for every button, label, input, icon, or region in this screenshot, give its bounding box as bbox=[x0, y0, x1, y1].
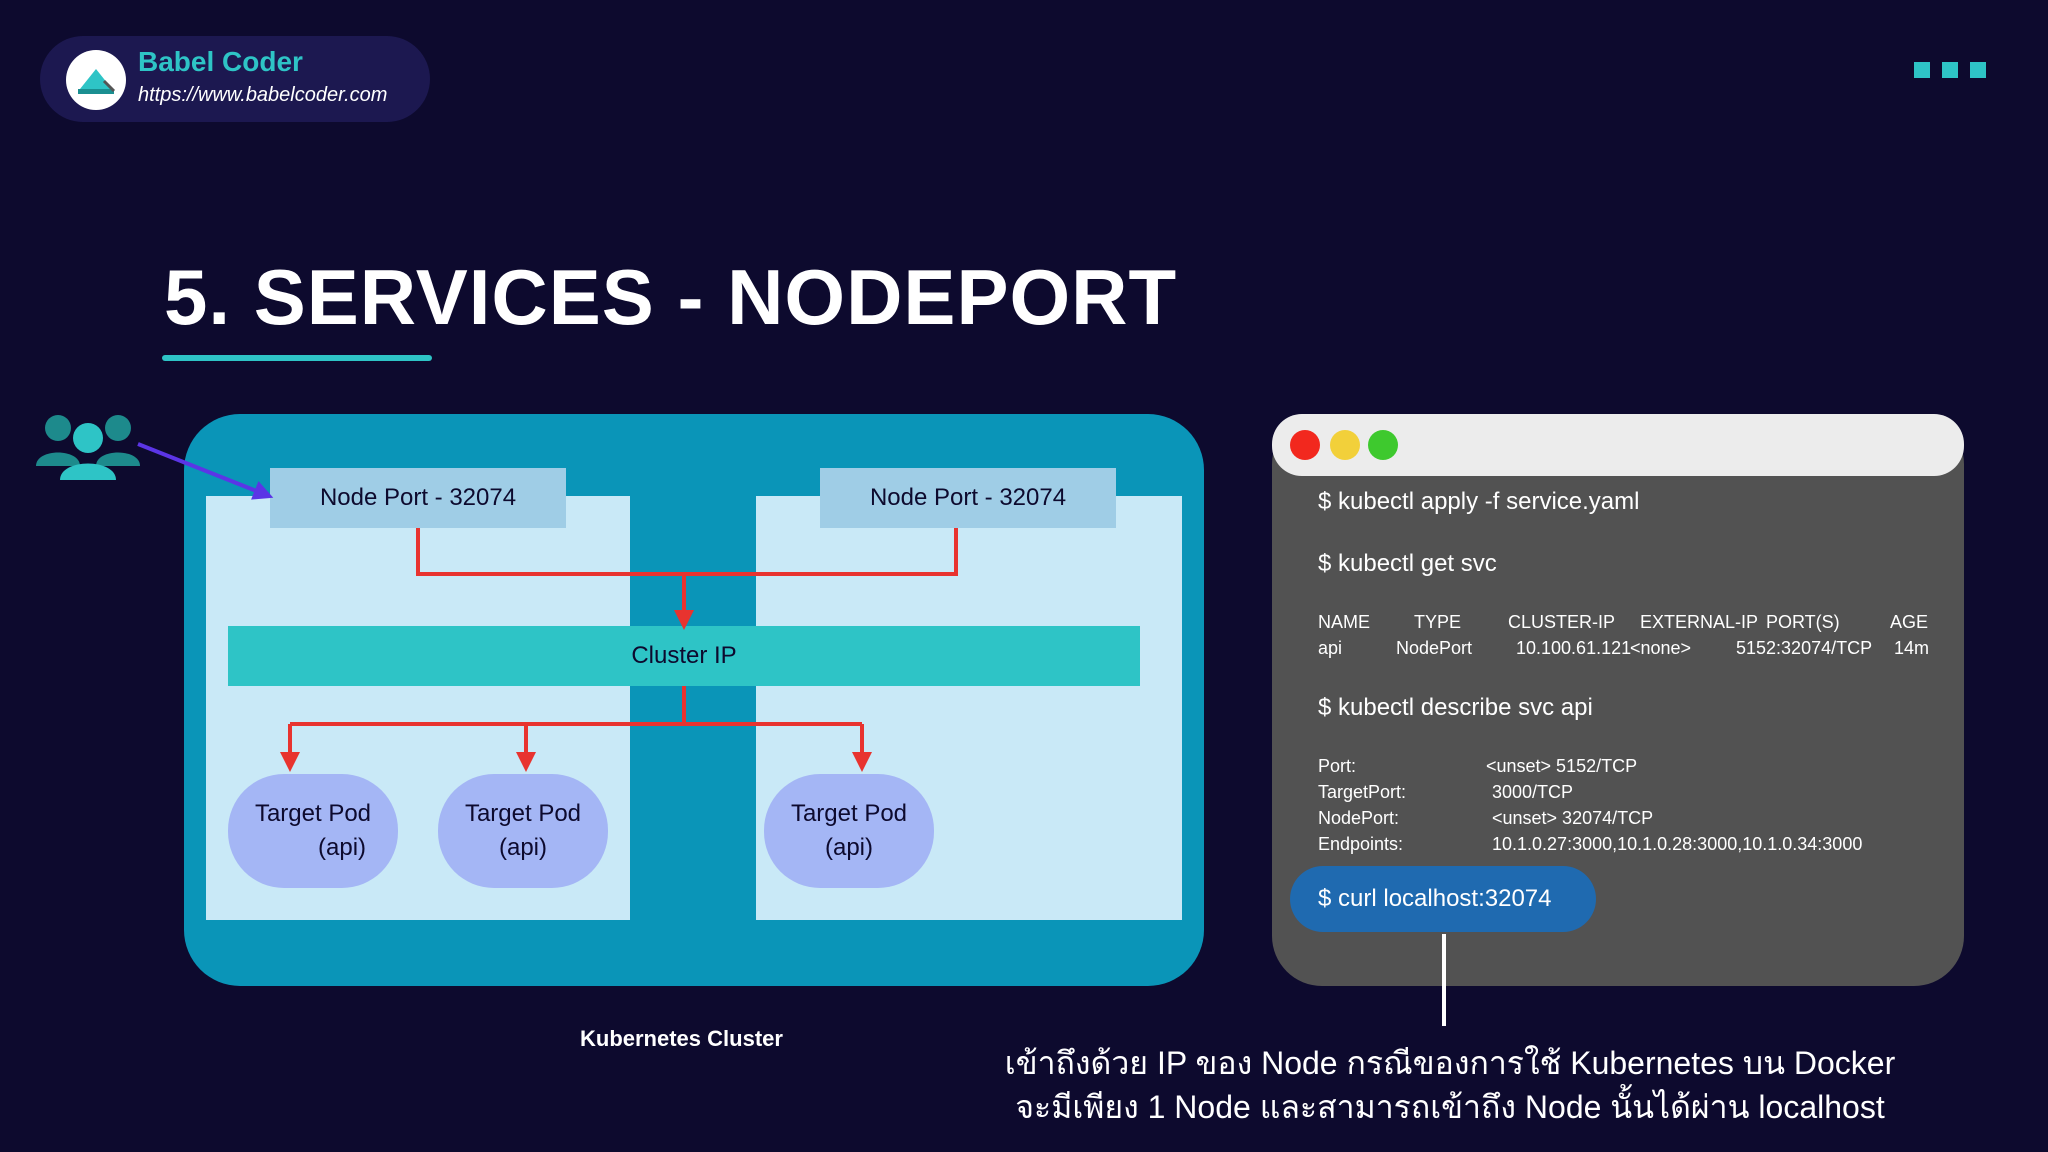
svc-header-age: AGE bbox=[1890, 612, 1929, 632]
svc-header-cluster-ip: CLUSTER-IP bbox=[1508, 612, 1616, 632]
detail-value-nodeport: <unset> 32074/TCP bbox=[1492, 808, 1654, 828]
menu-dots-icon bbox=[1914, 62, 1986, 78]
pod-name: Target Pod bbox=[790, 800, 908, 827]
svc-cell-ports: 5152:32074/TCP bbox=[1736, 638, 1873, 658]
detail-value-targetport: 3000/TCP bbox=[1492, 782, 1574, 802]
svc-header-type: TYPE bbox=[1414, 612, 1462, 632]
maximize-dot-icon[interactable] bbox=[1368, 430, 1398, 460]
pod-app: (api) bbox=[498, 834, 547, 861]
callout-line bbox=[1442, 934, 1446, 1026]
detail-key-port: Port: bbox=[1318, 756, 1357, 776]
brand-url: https://www.babelcoder.com bbox=[138, 84, 388, 106]
svc-cell-cluster-ip: 10.100.61.121 bbox=[1516, 638, 1632, 658]
title-underline bbox=[162, 355, 432, 361]
svc-header-name: NAME bbox=[1318, 612, 1371, 632]
svc-cell-type: NodePort bbox=[1396, 638, 1473, 658]
svc-cell-external-ip: <none> bbox=[1630, 638, 1692, 658]
minimize-dot-icon[interactable] bbox=[1330, 430, 1360, 460]
close-dot-icon[interactable] bbox=[1290, 430, 1320, 460]
cmd-get: $ kubectl get svc bbox=[1318, 550, 1497, 577]
note-line-2: จะมีเพียง 1 Node และสามารถเข้าถึง Node น… bbox=[1015, 1089, 1885, 1125]
detail-key-targetport: TargetPort: bbox=[1318, 782, 1407, 802]
cmd-apply: $ kubectl apply -f service.yaml bbox=[1318, 488, 1640, 515]
svc-cell-age: 14m bbox=[1894, 638, 1930, 658]
detail-value-port: <unset> 5152/TCP bbox=[1486, 756, 1638, 776]
detail-value-endpoints: 10.1.0.27:3000,10.1.0.28:3000,10.1.0.34:… bbox=[1492, 834, 1863, 854]
cluster-label: Kubernetes Cluster bbox=[580, 1026, 783, 1051]
target-pod-1: Target Pod (api) bbox=[228, 774, 398, 888]
pod-name: Target Pod bbox=[464, 800, 582, 827]
page-title: 5. SERVICES - NODEPORT bbox=[164, 253, 1178, 341]
pod-app: (api) bbox=[824, 834, 873, 861]
svc-header-ports: PORT(S) bbox=[1766, 612, 1840, 632]
note-line-1: เข้าถึงด้วย IP ของ Node กรณีของการใช้ Ku… bbox=[1004, 1045, 1896, 1081]
detail-key-endpoints: Endpoints: bbox=[1318, 834, 1404, 854]
node-port-2: Node Port - 32074 bbox=[820, 468, 1116, 528]
cluster-ip: Cluster IP bbox=[228, 626, 1140, 686]
users-icon bbox=[36, 415, 140, 480]
curl-command-pill: $ curl localhost:32074 bbox=[1290, 866, 1596, 932]
svc-cell-name: api bbox=[1318, 638, 1343, 658]
svc-header-external-ip: EXTERNAL-IP bbox=[1640, 612, 1759, 632]
logo-icon bbox=[78, 69, 116, 94]
pod-name: Target Pod bbox=[254, 800, 372, 827]
brand-logo bbox=[66, 50, 126, 110]
brand-name: Babel Coder bbox=[138, 46, 303, 77]
detail-key-nodeport: NodePort: bbox=[1318, 808, 1400, 828]
target-pod-3: Target Pod (api) bbox=[764, 774, 934, 888]
pod-app: (api) bbox=[318, 834, 367, 861]
node-port-1: Node Port - 32074 bbox=[270, 468, 566, 528]
cmd-describe: $ kubectl describe svc api bbox=[1318, 694, 1593, 721]
target-pod-2: Target Pod (api) bbox=[438, 774, 608, 888]
